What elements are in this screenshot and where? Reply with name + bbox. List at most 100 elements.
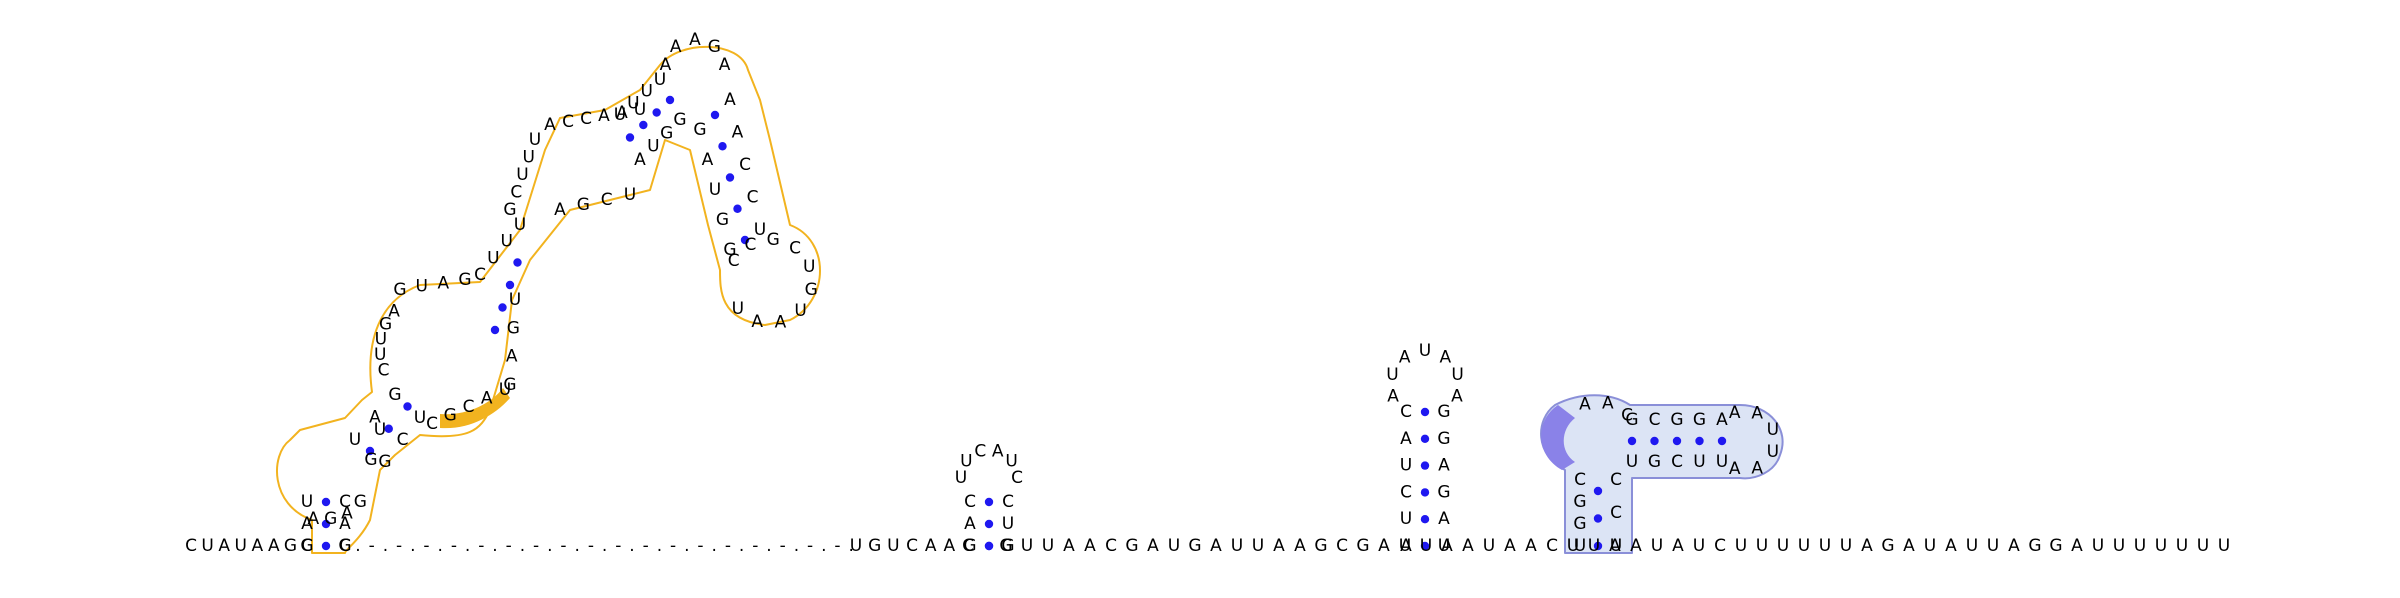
stem-nucleotide: U — [627, 93, 639, 113]
loop-nucleotide: A — [554, 200, 566, 220]
three-prime-nucleotide: U — [1420, 536, 1432, 556]
gap-mark: . — [711, 536, 716, 556]
base-pair-dot — [1593, 514, 1603, 523]
loop-nucleotide: A — [1439, 348, 1451, 368]
stem-nucleotide: G — [507, 318, 520, 338]
base-pair-dot — [1593, 486, 1603, 496]
loop-nucleotide: A — [616, 103, 628, 123]
stem-nucleotide: G — [963, 536, 976, 556]
loop-nucleotide: A — [544, 115, 556, 135]
stem-nucleotide: C — [1610, 503, 1622, 523]
three-prime-nucleotide: A — [1672, 536, 1684, 556]
stem-nucleotide: G — [300, 536, 313, 556]
loop-nucleotide: A — [660, 55, 672, 75]
base-pair-dot — [733, 204, 742, 213]
base-pair-dot — [1627, 436, 1637, 446]
stem-nucleotide: U — [1400, 509, 1412, 529]
base-pair-dot — [403, 402, 412, 411]
gap-mark: . — [520, 536, 525, 556]
stem-nucleotide: C — [1574, 470, 1586, 490]
stem-nucleotide: C — [397, 430, 409, 450]
base-pair-dot — [1593, 541, 1603, 551]
loop-nucleotide: U — [516, 165, 528, 185]
loop-nucleotide: A — [598, 106, 610, 126]
three-prime-nucleotide: U — [1252, 536, 1264, 556]
loop-nucleotide: G — [805, 280, 818, 300]
three-prime-nucleotide: A — [1945, 536, 1957, 556]
stem-nucleotide: U — [1574, 536, 1586, 556]
three-prime-nucleotide: A — [1630, 536, 1642, 556]
base-pair-dot — [384, 424, 393, 433]
stem-nucleotide: G — [1001, 536, 1014, 556]
loop-nucleotide: C — [974, 441, 986, 461]
stem-nucleotide: G — [388, 385, 401, 405]
base-pair-dot — [639, 120, 648, 130]
gap-mark: - — [588, 536, 594, 556]
three-prime-nucleotide: U — [1840, 536, 1852, 556]
loop-nucleotide: C — [601, 190, 613, 210]
stem-nucleotide: A — [702, 150, 714, 170]
three-prime-nucleotide: A — [2071, 536, 2083, 556]
three-prime-nucleotide: G — [2049, 536, 2062, 556]
three-prime-nucleotide: U — [1567, 536, 1579, 556]
three-prime-nucleotide: A — [1525, 536, 1537, 556]
orange-highlight-fill — [440, 388, 510, 429]
three-prime-nucleotide: U — [1231, 536, 1243, 556]
three-prime-nucleotide: G — [999, 536, 1012, 556]
nucleotide-label: C — [339, 536, 351, 556]
loop-nucleotide: U — [523, 148, 535, 168]
stem-nucleotide: G — [1437, 429, 1450, 449]
stem-nucleotide: U — [509, 290, 521, 310]
stem-nucleotide: G — [1573, 514, 1586, 534]
loop-nucleotide: U — [375, 330, 387, 350]
loop-nucleotide: U — [803, 257, 815, 277]
gap-mark: - — [423, 536, 429, 556]
three-prime-nucleotide: U — [2176, 536, 2188, 556]
middle-nucleotide: U — [850, 536, 862, 556]
three-prime-nucleotide: G — [1188, 536, 1201, 556]
three-prime-nucleotide: U — [1021, 536, 1033, 556]
loop-nucleotide: U — [1451, 365, 1463, 385]
stem-nucleotide: A — [1438, 509, 1450, 529]
loop-nucleotide: U — [624, 185, 636, 205]
base-pair-dot — [1420, 515, 1430, 524]
gap-mark: - — [478, 536, 484, 556]
loop-nucleotide: U — [374, 420, 386, 440]
base-pair-dot — [984, 497, 994, 507]
stem-nucleotide: A — [964, 514, 976, 534]
gap-mark: . — [684, 536, 689, 556]
gap-mark: . — [794, 536, 799, 556]
base-pair-dot — [625, 133, 635, 142]
three-prime-nucleotide: A — [1294, 536, 1306, 556]
stem-nucleotide: U — [654, 70, 666, 90]
stem-nucleotide: C — [964, 492, 976, 512]
stem-nucleotide: A — [732, 123, 744, 143]
gap-mark: - — [560, 536, 566, 556]
three-prime-nucleotide: C — [1336, 536, 1348, 556]
gap-mark: - — [533, 536, 539, 556]
base-pair-dot — [513, 258, 522, 267]
three-prime-nucleotide: U — [1819, 536, 1831, 556]
stem-nucleotide: G — [1625, 410, 1638, 430]
gap-mark: - — [369, 536, 375, 556]
gap-mark: . — [410, 536, 415, 556]
three-prime-nucleotide: A — [1462, 536, 1474, 556]
gap-mark: - — [615, 536, 621, 556]
base-pair-dot — [984, 519, 994, 529]
base-pair-dot — [1420, 434, 1430, 443]
three-prime-nucleotide: U — [2218, 536, 2230, 556]
stem-nucleotide: U — [1400, 456, 1412, 476]
gap-mark: - — [780, 536, 786, 556]
base-pair-dot — [498, 303, 507, 312]
orange-highlight-outline — [276, 45, 821, 554]
loop-nucleotide: A — [1602, 393, 1614, 413]
gap-mark: . — [547, 536, 552, 556]
three-prime-nucleotide: A — [1861, 536, 1873, 556]
stem-nucleotide: U — [1002, 514, 1014, 534]
stem-nucleotide: A — [724, 90, 736, 110]
three-prime-nucleotide: A — [1147, 536, 1159, 556]
loop-nucleotide: U — [415, 277, 427, 297]
loop-nucleotide: C — [1011, 468, 1023, 488]
loop-nucleotide: A — [341, 503, 353, 523]
three-prime-nucleotide: A — [1273, 536, 1285, 556]
